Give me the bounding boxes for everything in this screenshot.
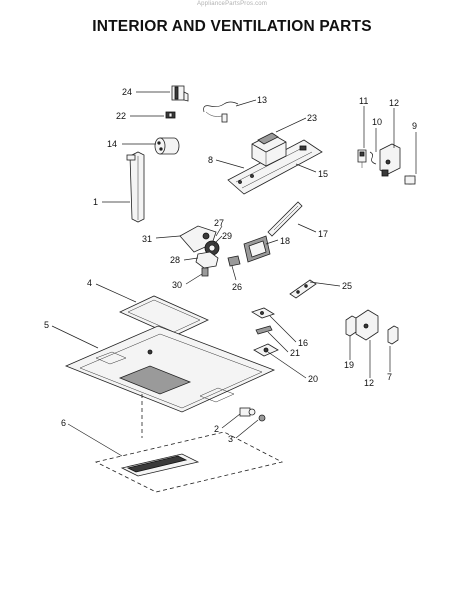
part-24-clip[interactable]	[171, 85, 189, 102]
part-19-switch[interactable]	[345, 315, 357, 337]
callout-29: 29	[222, 231, 232, 241]
callout-8: 8	[208, 155, 213, 165]
part-2-lamp[interactable]	[239, 407, 256, 417]
callout-9: 9	[412, 121, 417, 131]
callout-12-top: 12	[389, 98, 399, 108]
part-11-switch[interactable]	[357, 149, 367, 168]
callout-28: 28	[170, 255, 180, 265]
part-14-capacitor[interactable]	[154, 137, 180, 155]
callout-6: 6	[61, 418, 66, 428]
watermark: AppliancePartsPros.com	[196, 1, 268, 7]
part-9-lamp-socket[interactable]	[404, 175, 416, 185]
callout-18: 18	[280, 236, 290, 246]
part-5-bottom-housing[interactable]	[64, 325, 276, 413]
part-21-connector[interactable]	[255, 325, 273, 335]
callout-7: 7	[387, 372, 392, 382]
part-6-grease-filter[interactable]	[94, 431, 284, 493]
callout-12-bottom: 12	[364, 378, 374, 388]
part-26-relay[interactable]	[227, 255, 241, 267]
callout-16: 16	[298, 338, 308, 348]
part-30-screw[interactable]	[201, 267, 209, 277]
callout-3: 3	[228, 434, 233, 444]
callout-26: 26	[232, 282, 242, 292]
part-12-switch-assembly-lower[interactable]	[355, 309, 379, 341]
callout-30: 30	[172, 280, 182, 290]
callout-2: 2	[214, 424, 219, 434]
part-17-holder-bar[interactable]	[267, 201, 303, 237]
callout-14: 14	[107, 139, 117, 149]
part-1-bracket[interactable]	[126, 151, 145, 223]
callout-17: 17	[318, 229, 328, 239]
callout-31: 31	[142, 234, 152, 244]
callout-20: 20	[308, 374, 318, 384]
part-10-spring[interactable]	[369, 151, 377, 165]
callout-21: 21	[290, 348, 300, 358]
part-25-bracket[interactable]	[289, 279, 317, 299]
callout-10: 10	[372, 117, 382, 127]
part-20-latch-bracket[interactable]	[253, 343, 279, 357]
part-7-switch[interactable]	[387, 325, 399, 345]
callout-19: 19	[344, 360, 354, 370]
callout-24: 24	[122, 87, 132, 97]
part-18-cover[interactable]	[243, 235, 271, 263]
part-29-motor-shaft[interactable]	[204, 240, 220, 256]
part-28-motor-base[interactable]	[195, 251, 219, 269]
callout-1: 1	[93, 197, 98, 207]
callout-5: 5	[44, 320, 49, 330]
callout-15: 15	[318, 169, 328, 179]
part-12-switch-assembly[interactable]	[379, 143, 401, 177]
callout-25: 25	[342, 281, 352, 291]
callout-27: 27	[214, 218, 224, 228]
callout-23: 23	[307, 113, 317, 123]
part-8-mounting-plate[interactable]	[227, 139, 323, 195]
callout-22: 22	[116, 111, 126, 121]
part-22-latch[interactable]	[165, 111, 176, 119]
callout-11: 11	[359, 96, 368, 106]
part-3-socket[interactable]	[258, 414, 266, 422]
part-13-wire-harness[interactable]	[203, 101, 239, 123]
part-16-sensor[interactable]	[251, 307, 275, 319]
callout-13: 13	[257, 95, 267, 105]
callout-4: 4	[87, 278, 92, 288]
diagram-title: INTERIOR AND VENTILATION PARTS	[92, 18, 372, 35]
part-23-transformer[interactable]	[251, 132, 287, 167]
